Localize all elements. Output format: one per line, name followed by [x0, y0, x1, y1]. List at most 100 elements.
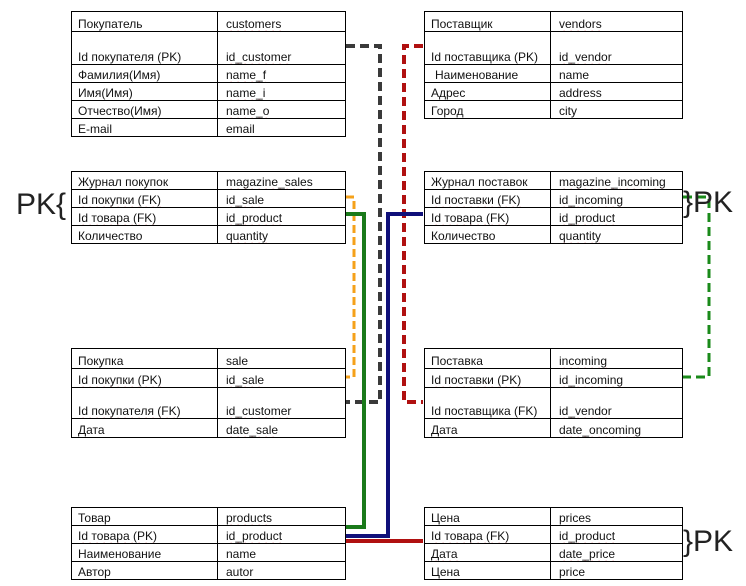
field-label: Наименование	[424, 64, 551, 83]
table-row: Цена price	[424, 561, 683, 580]
table-row: Покупка sale	[71, 348, 346, 369]
table-row: Дата date_sale	[71, 418, 346, 438]
table-name: customers	[217, 11, 346, 32]
table-title: Товар	[71, 507, 218, 526]
field-label: Дата	[71, 418, 218, 438]
table-title: Журнал поставок	[424, 171, 551, 190]
table-row: Наименование name	[424, 64, 683, 83]
field-label: Имя(Имя)	[71, 82, 218, 101]
field-label: Город	[424, 100, 551, 119]
field-label: Id поставщика (FK)	[424, 387, 551, 419]
table-title: Поставка	[424, 348, 551, 369]
table-magazine-sales: Журнал покупок magazine_sales Id покупки…	[71, 171, 346, 244]
field-label: Id покупки (PK)	[71, 368, 218, 388]
table-name: magazine_sales	[217, 171, 346, 190]
field-name: id_customer	[217, 31, 346, 65]
field-label: Id покупателя (PK)	[71, 31, 218, 65]
field-name: quantity	[550, 225, 683, 244]
field-label: Id поставщика (PK)	[424, 31, 551, 65]
field-label: Id товара (FK)	[71, 207, 218, 226]
table-name: prices	[550, 507, 683, 526]
table-row: E-mail email	[71, 118, 346, 137]
table-title: Журнал покупок	[71, 171, 218, 190]
table-title: Покупатель	[71, 11, 218, 32]
field-name: name_i	[217, 82, 346, 101]
field-name: price	[550, 561, 683, 580]
field-name: name_o	[217, 100, 346, 119]
field-label: Id товара (PK)	[71, 525, 218, 544]
field-name: id_product	[550, 525, 683, 544]
field-label: Дата	[424, 543, 551, 562]
table-row: Id товара (PK) id_product	[71, 525, 346, 544]
table-name: products	[217, 507, 346, 526]
table-title: Цена	[424, 507, 551, 526]
table-row: Дата date_price	[424, 543, 683, 562]
table-row: Id покупателя (PK) id_customer	[71, 31, 346, 65]
field-name: id_product	[217, 207, 346, 226]
field-name: id_sale	[217, 368, 346, 388]
field-name: date_price	[550, 543, 683, 562]
table-row: Количество quantity	[71, 225, 346, 244]
table-row: Журнал поставок magazine_incoming	[424, 171, 683, 190]
field-name: id_vendor	[550, 387, 683, 419]
table-row: Id покупки (PK) id_sale	[71, 368, 346, 388]
field-label: Цена	[424, 561, 551, 580]
table-row: Id поставщика (PK) id_vendor	[424, 31, 683, 65]
table-row: Имя(Имя) name_i	[71, 82, 346, 101]
table-name: incoming	[550, 348, 683, 369]
table-row: Цена prices	[424, 507, 683, 526]
table-row: Журнал покупок magazine_sales	[71, 171, 346, 190]
table-products: Товар products Id товара (PK) id_product…	[71, 507, 346, 580]
field-name: date_oncoming	[550, 418, 683, 438]
field-name: id_product	[217, 525, 346, 544]
table-row: Id товара (FK) id_product	[424, 207, 683, 226]
table-row: Адрес address	[424, 82, 683, 101]
field-name: id_sale	[217, 189, 346, 208]
product-sales-link-connector	[346, 212, 366, 529]
table-row: Id товара (FK) id_product	[71, 207, 346, 226]
incoming-link-connector	[683, 195, 711, 379]
field-label: Дата	[424, 418, 551, 438]
field-label: Id поставки (PK)	[424, 368, 551, 388]
field-label: Количество	[424, 225, 551, 244]
table-row: Дата date_oncoming	[424, 418, 683, 438]
table-row: Id товара (FK) id_product	[424, 525, 683, 544]
table-name: sale	[217, 348, 346, 369]
field-name: name_f	[217, 64, 346, 83]
product-incoming-link-connector	[346, 212, 423, 538]
table-row: Id покупателя (FK) id_customer	[71, 387, 346, 419]
field-name: name	[217, 543, 346, 562]
vendor-link-connector	[402, 44, 423, 404]
field-label: Наименование	[71, 543, 218, 562]
table-incoming: Поставка incoming Id поставки (PK) id_in…	[424, 348, 683, 438]
table-vendors: Поставщик vendors Id поставщика (PK) id_…	[424, 11, 683, 119]
table-row: Отчество(Имя) name_o	[71, 100, 346, 119]
table-row: Id поставки (PK) id_incoming	[424, 368, 683, 388]
field-name: id_vendor	[550, 31, 683, 65]
pk-label-right-prices: }PK	[683, 525, 734, 558]
field-label: Id покупателя (FK)	[71, 387, 218, 419]
table-magazine-incoming: Журнал поставок magazine_incoming Id пос…	[424, 171, 683, 244]
table-row: Автор autor	[71, 561, 346, 580]
field-name: address	[550, 82, 683, 101]
sale-link-connector	[346, 195, 356, 379]
table-row: Фамилия(Имя) name_f	[71, 64, 346, 83]
table-row: Количество quantity	[424, 225, 683, 244]
field-label: Фамилия(Имя)	[71, 64, 218, 83]
table-name: vendors	[550, 11, 683, 32]
field-name: autor	[217, 561, 346, 580]
field-name: id_product	[550, 207, 683, 226]
field-label: Id покупки (FK)	[71, 189, 218, 208]
field-name: date_sale	[217, 418, 346, 438]
field-label: E-mail	[71, 118, 218, 137]
table-row: Поставка incoming	[424, 348, 683, 369]
table-prices: Цена prices Id товара (FK) id_product Да…	[424, 507, 683, 580]
field-name: city	[550, 100, 683, 119]
field-label: Id поставки (FK)	[424, 189, 551, 208]
table-customers: Покупатель customers Id покупателя (PK) …	[71, 11, 346, 137]
field-name: email	[217, 118, 346, 137]
table-sale: Покупка sale Id покупки (PK) id_sale Id …	[71, 348, 346, 438]
table-row: Id покупки (FK) id_sale	[71, 189, 346, 208]
field-name: name	[550, 64, 683, 83]
